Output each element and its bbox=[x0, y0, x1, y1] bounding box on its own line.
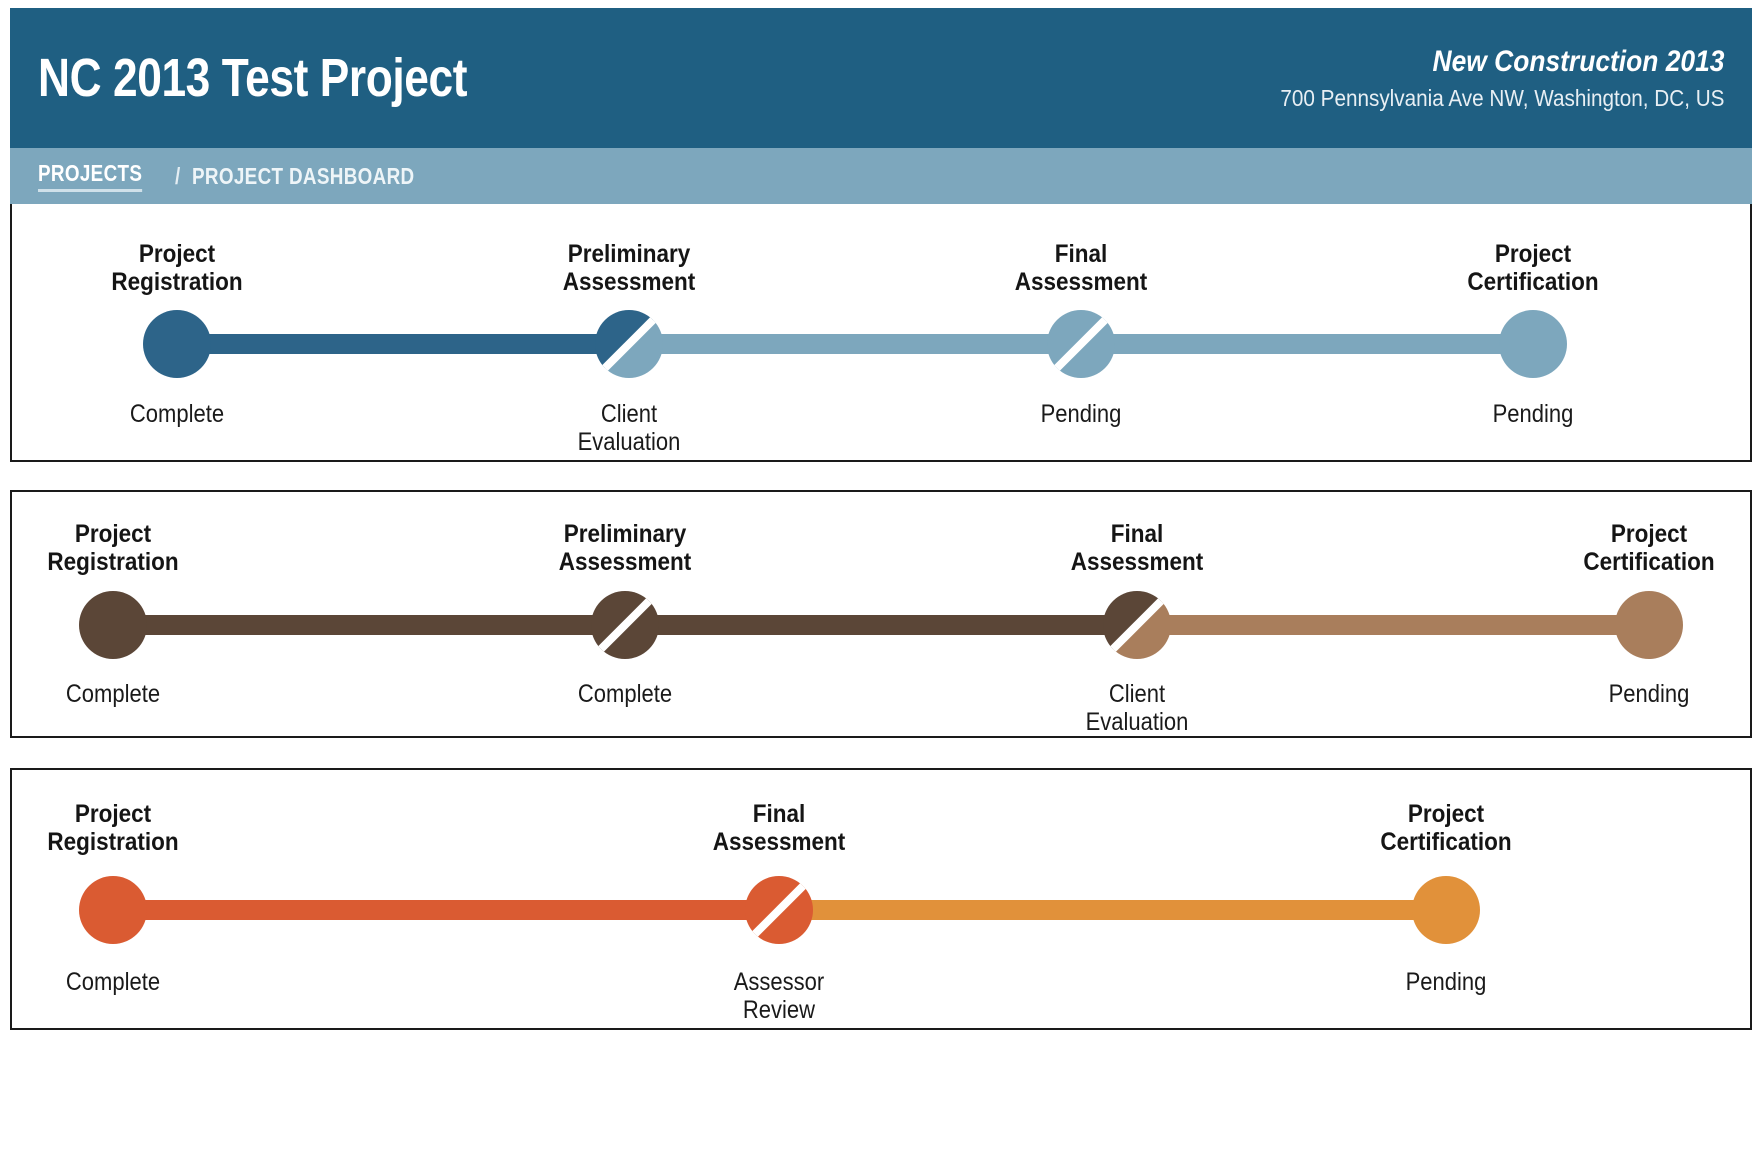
milestone-status: Complete bbox=[577, 680, 673, 708]
header-meta: New Construction 2013 700 Pennsylvania A… bbox=[1231, 43, 1724, 113]
node-half-upper bbox=[1615, 591, 1684, 659]
milestone-node[interactable] bbox=[745, 876, 814, 944]
node-half-upper bbox=[1411, 876, 1480, 944]
milestone-title: Final Assessment bbox=[1070, 520, 1204, 576]
project-header: NC 2013 Test Project New Construction 20… bbox=[10, 8, 1752, 148]
progress-connector bbox=[177, 334, 629, 354]
milestone-status: Pending bbox=[1405, 968, 1487, 996]
milestone-node[interactable] bbox=[1103, 591, 1172, 659]
progress-connector bbox=[624, 615, 1138, 635]
page-title: NC 2013 Test Project bbox=[38, 48, 468, 108]
milestone-node[interactable] bbox=[590, 591, 659, 659]
milestone-title: Preliminary Assessment bbox=[562, 240, 696, 296]
milestone-status: Assessor Review bbox=[734, 968, 825, 1024]
milestone-title: Project Certification bbox=[1583, 520, 1715, 576]
milestone-node[interactable] bbox=[594, 310, 663, 378]
progress-connector bbox=[1137, 615, 1650, 635]
milestone-status: Complete bbox=[130, 400, 225, 428]
milestone-title: Project Certification bbox=[1380, 800, 1512, 856]
milestone-status: Client Evaluation bbox=[1085, 680, 1189, 736]
breadcrumb-item-project-dashboard[interactable]: PROJECT DASHBOARD bbox=[191, 162, 415, 189]
milestone-node[interactable] bbox=[1046, 310, 1115, 378]
milestone-title: Project Certification bbox=[1467, 240, 1599, 296]
milestone-title: Final Assessment bbox=[1014, 240, 1148, 296]
milestone-node[interactable] bbox=[1615, 591, 1684, 659]
milestone-status: Complete bbox=[65, 968, 160, 996]
breadcrumb: PROJECTS / PROJECT DASHBOARD bbox=[10, 148, 1752, 204]
progress-connector bbox=[112, 615, 625, 635]
certification-scheme: New Construction 2013 bbox=[1432, 44, 1724, 78]
milestone-status: Pending bbox=[1040, 400, 1122, 428]
progress-connector bbox=[112, 900, 780, 920]
milestone-status: Complete bbox=[65, 680, 160, 708]
milestone-title: Preliminary Assessment bbox=[558, 520, 692, 576]
milestone-status: Client Evaluation bbox=[577, 400, 681, 456]
node-half-upper bbox=[78, 591, 147, 659]
project-address: 700 Pennsylvania Ave NW, Washington, DC,… bbox=[1279, 85, 1724, 112]
node-half-upper bbox=[1498, 310, 1567, 378]
milestone-status: Pending bbox=[1608, 680, 1690, 708]
progress-connector bbox=[1080, 334, 1533, 354]
milestone-title: Project Registration bbox=[111, 240, 243, 296]
progress-connector bbox=[779, 900, 1446, 920]
breadcrumb-separator: / bbox=[175, 162, 181, 189]
milestone-status: Pending bbox=[1492, 400, 1574, 428]
milestone-node[interactable] bbox=[143, 310, 212, 378]
node-half-upper bbox=[143, 310, 212, 378]
milestone-title: Project Registration bbox=[47, 800, 179, 856]
milestone-node[interactable] bbox=[78, 876, 147, 944]
milestone-title: Project Registration bbox=[47, 520, 179, 576]
progress-connector bbox=[628, 334, 1081, 354]
milestone-node[interactable] bbox=[1411, 876, 1480, 944]
breadcrumb-item-projects[interactable]: PROJECTS bbox=[38, 160, 143, 192]
node-half-upper bbox=[78, 876, 147, 944]
milestone-node[interactable] bbox=[78, 591, 147, 659]
milestone-title: Final Assessment bbox=[713, 800, 846, 856]
milestone-node[interactable] bbox=[1498, 310, 1567, 378]
